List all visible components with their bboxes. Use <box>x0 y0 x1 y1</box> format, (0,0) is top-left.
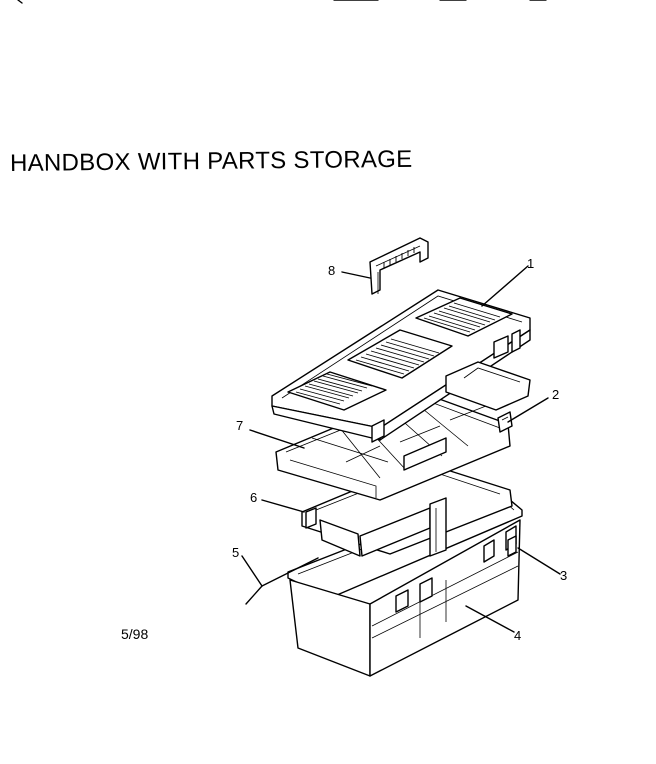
part-2-latch <box>497 411 513 433</box>
callout-2: 2 <box>552 387 559 402</box>
callout-7: 7 <box>236 418 243 433</box>
part-6-lower-tray <box>301 461 513 557</box>
date-code: 5/98 <box>121 626 149 642</box>
part-1-lid <box>271 289 531 443</box>
leader-lines <box>241 265 561 633</box>
callout-3: 3 <box>560 568 567 583</box>
part-8-handle <box>369 237 429 295</box>
callout-6: 6 <box>250 490 257 505</box>
callout-1: 1 <box>527 256 534 271</box>
top-crop-marks <box>17 0 547 4</box>
part-7-upper-tray <box>275 391 511 501</box>
part-3-latch <box>507 535 517 557</box>
callout-5: 5 <box>232 545 239 560</box>
callout-4: 4 <box>514 628 521 643</box>
callout-8: 8 <box>328 263 335 278</box>
